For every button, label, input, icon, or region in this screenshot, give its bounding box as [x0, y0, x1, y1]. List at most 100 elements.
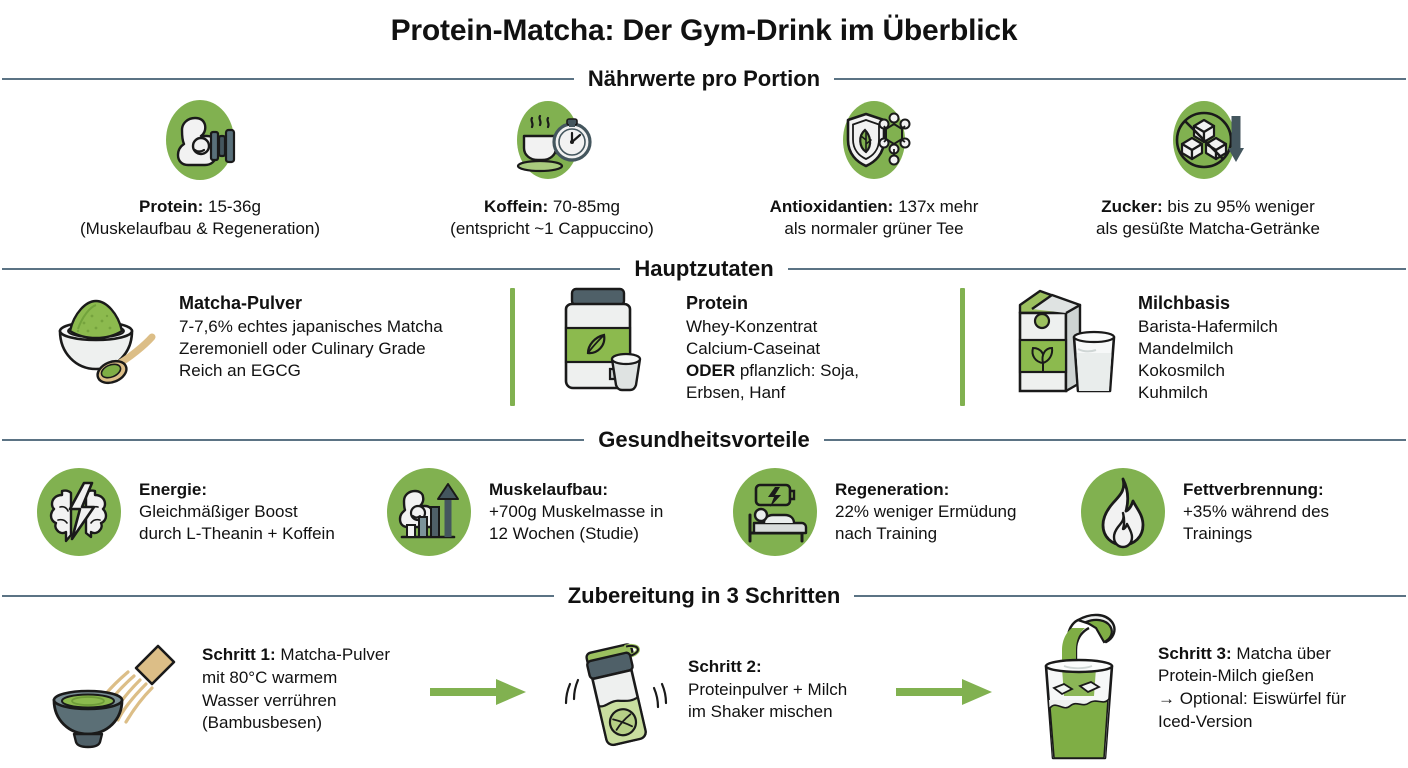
matcha-bowl-whisk-icon: [52, 644, 176, 749]
ingredient-line: Mandelmilch: [1138, 339, 1234, 359]
steps-row: Schritt 1: Matcha-Pulver mit 80°C warmem…: [0, 608, 1408, 768]
nutrition-row: Protein: 15-36g (Muskelaufbau & Regenera…: [0, 96, 1408, 246]
step-item-3: Schritt 3: Matcha über Protein-Milch gie…: [1016, 608, 1346, 768]
step-text: Schritt 2: Proteinpulver + Milch im Shak…: [688, 656, 847, 724]
step-line: mit 80°C warmem: [202, 667, 338, 687]
nutrition-value: 70-85mg: [552, 197, 621, 216]
divider-rule-right: [823, 439, 1407, 441]
benefit-line: 12 Wochen (Studie): [489, 524, 639, 544]
nutrition-label: Zucker:: [1101, 197, 1163, 216]
benefit-item-energy: Energie: Gleichmäßiger Boost durch L-The…: [32, 465, 335, 559]
section-header-benefits: Gesundheitsvorteile: [0, 427, 1408, 453]
divider-rule-left: [2, 439, 585, 441]
step-line: → Optional: Eiswürfel für: [1158, 689, 1347, 708]
step-text: Schritt 3: Matcha über Protein-Milch gie…: [1158, 643, 1346, 733]
divider-rule-left: [2, 78, 574, 80]
benefit-text: Fettverbrennung: +35% während des Traini…: [1183, 479, 1329, 545]
step-line: im Shaker mischen: [688, 702, 833, 722]
section-header-ingredients: Hauptzutaten: [0, 256, 1408, 282]
step-item-2: Schritt 2: Proteinpulver + Milch im Shak…: [556, 626, 847, 754]
nutrition-label: Antioxidantien:: [769, 197, 894, 216]
nutrition-sub: als normaler grüner Tee: [784, 218, 964, 238]
section-header-nutrition: Nährwerte pro Portion: [0, 66, 1408, 92]
benefit-title: Regeneration:: [835, 479, 950, 499]
step-arrow-2: [896, 679, 992, 705]
ingredient-body: Milchbasis Barista-Hafermilch Mandelmilc…: [1138, 283, 1278, 404]
nutrition-item-text: Antioxidantien: 137x mehr als normaler g…: [770, 196, 979, 240]
ingredient-title: Protein: [686, 293, 749, 313]
nutrition-value: 137x mehr: [898, 197, 979, 216]
step-title: Schritt 1:: [202, 645, 276, 665]
nutrition-value: bis zu 95% weniger: [1167, 197, 1315, 216]
ingredient-line: Whey-Konzentrat: [686, 317, 818, 336]
section-title-nutrition: Nährwerte pro Portion: [587, 66, 821, 91]
ingredients-row: Matcha-Pulver 7-7,6% echtes japanisches …: [0, 283, 1408, 413]
ingredient-item-milk-base: Milchbasis Barista-Hafermilch Mandelmilc…: [1002, 283, 1278, 404]
milk-carton-glass-icon: [1018, 289, 1116, 393]
step-text: Schritt 1: Matcha-Pulver mit 80°C warmem…: [202, 644, 390, 734]
nutrition-sub: als gesüßte Matcha-Getränke: [1096, 218, 1320, 238]
nutrition-item-text: Zucker: bis zu 95% weniger als gesüßte M…: [1096, 196, 1320, 240]
shield-leaf-molecule-icon: [843, 101, 911, 179]
page-title: Protein-Matcha: Der Gym-Drink im Überbli…: [390, 14, 1018, 47]
benefit-line: 22% weniger Ermüdung: [835, 501, 1017, 521]
divider-rule-right: [854, 595, 1407, 597]
ingredient-line-rest: pflanzlich: Soja,: [735, 361, 859, 381]
ingredient-line-prefix: ODER: [686, 361, 736, 381]
step-arrow-1: [430, 679, 526, 705]
section-title-ingredients: Hauptzutaten: [634, 256, 774, 281]
benefit-item-muscle-gain: Muskelaufbau: +700g Muskelmasse in 12 Wo…: [382, 465, 663, 559]
benefit-line: +700g Muskelmasse in: [489, 501, 664, 521]
nutrition-item-antioxidants: Antioxidantien: 137x mehr als normaler g…: [698, 96, 1050, 246]
ingredient-title: Matcha-Pulver: [179, 293, 303, 313]
flexed-biceps-dumbbell-icon: [166, 100, 236, 180]
ingredient-body: Protein Whey-Konzentrat Calcium-Caseinat…: [686, 283, 859, 404]
ingredient-line-emphasis: ODER pflanzlich: Soja,: [686, 360, 859, 382]
benefit-title: Fettverbrennung:: [1183, 479, 1324, 499]
step-title: Schritt 2:: [688, 657, 762, 677]
nutrition-item-caffeine: Koffein: 70-85mg (entspricht ~1 Cappucci…: [376, 96, 728, 246]
nutrition-item-text: Koffein: 70-85mg (entspricht ~1 Cappucci…: [450, 196, 654, 240]
divider-rule-right: [834, 78, 1406, 80]
sugar-cubes-down-arrow-icon: [1173, 101, 1244, 179]
shaker-bottle-icon: [564, 643, 668, 747]
nutrition-item-sugar: Zucker: bis zu 95% weniger als gesüßte M…: [1032, 96, 1384, 246]
bed-battery-charge-icon: [733, 468, 817, 556]
benefit-text: Energie: Gleichmäßiger Boost durch L-The…: [139, 479, 335, 545]
matcha-bowl-spoon-icon: [58, 299, 156, 385]
nutrition-item-text: Protein: 15-36g (Muskelaufbau & Regenera…: [80, 196, 320, 240]
step-line: Protein-Milch gießen: [1158, 666, 1314, 686]
benefit-line: durch L-Theanin + Koffein: [139, 524, 335, 544]
nutrition-value: 15-36g: [208, 197, 261, 216]
step-line: (Bambusbesen): [202, 713, 323, 733]
ingredient-separator-1: [510, 288, 515, 406]
step-title: Schritt 3:: [1158, 643, 1232, 663]
benefits-row: Energie: Gleichmäßiger Boost durch L-The…: [0, 465, 1408, 565]
nutrition-label: Protein:: [139, 197, 204, 216]
benefit-line: nach Training: [835, 524, 938, 544]
ingredient-title: Milchbasis: [1138, 293, 1231, 313]
ingredient-body: Matcha-Pulver 7-7,6% echtes japanisches …: [179, 283, 443, 382]
brain-lightning-icon: [37, 468, 121, 556]
ingredient-line: Calcium-Caseinat: [686, 339, 821, 359]
coffee-cup-stopwatch-icon: [516, 101, 592, 179]
ingredient-item-matcha-powder: Matcha-Pulver 7-7,6% echtes japanisches …: [40, 283, 443, 395]
step-line: Matcha über: [1236, 643, 1331, 663]
benefit-item-fat-burn: Fettverbrennung: +35% während des Traini…: [1076, 465, 1329, 559]
ingredient-line: Kokosmilch: [1138, 361, 1225, 381]
ingredient-line: Reich an EGCG: [179, 361, 301, 381]
benefit-line: Gleichmäßiger Boost: [139, 501, 298, 521]
benefit-item-recovery: Regeneration: 22% weniger Ermüdung nach …: [728, 465, 1016, 559]
benefit-title: Energie:: [139, 479, 208, 499]
benefit-text: Muskelaufbau: +700g Muskelmasse in 12 Wo…: [489, 479, 663, 545]
benefit-title: Muskelaufbau:: [489, 479, 609, 499]
biceps-bar-chart-icon: [387, 468, 471, 556]
ingredient-line: Barista-Hafermilch: [1138, 317, 1278, 336]
benefit-text: Regeneration: 22% weniger Ermüdung nach …: [835, 479, 1016, 545]
protein-tub-scoop-icon: [564, 287, 642, 392]
section-header-steps: Zubereitung in 3 Schritten: [0, 583, 1408, 609]
nutrition-sub: (Muskelaufbau & Regeneration): [79, 218, 321, 238]
divider-rule-right: [787, 268, 1407, 270]
divider-rule-left: [2, 268, 621, 270]
